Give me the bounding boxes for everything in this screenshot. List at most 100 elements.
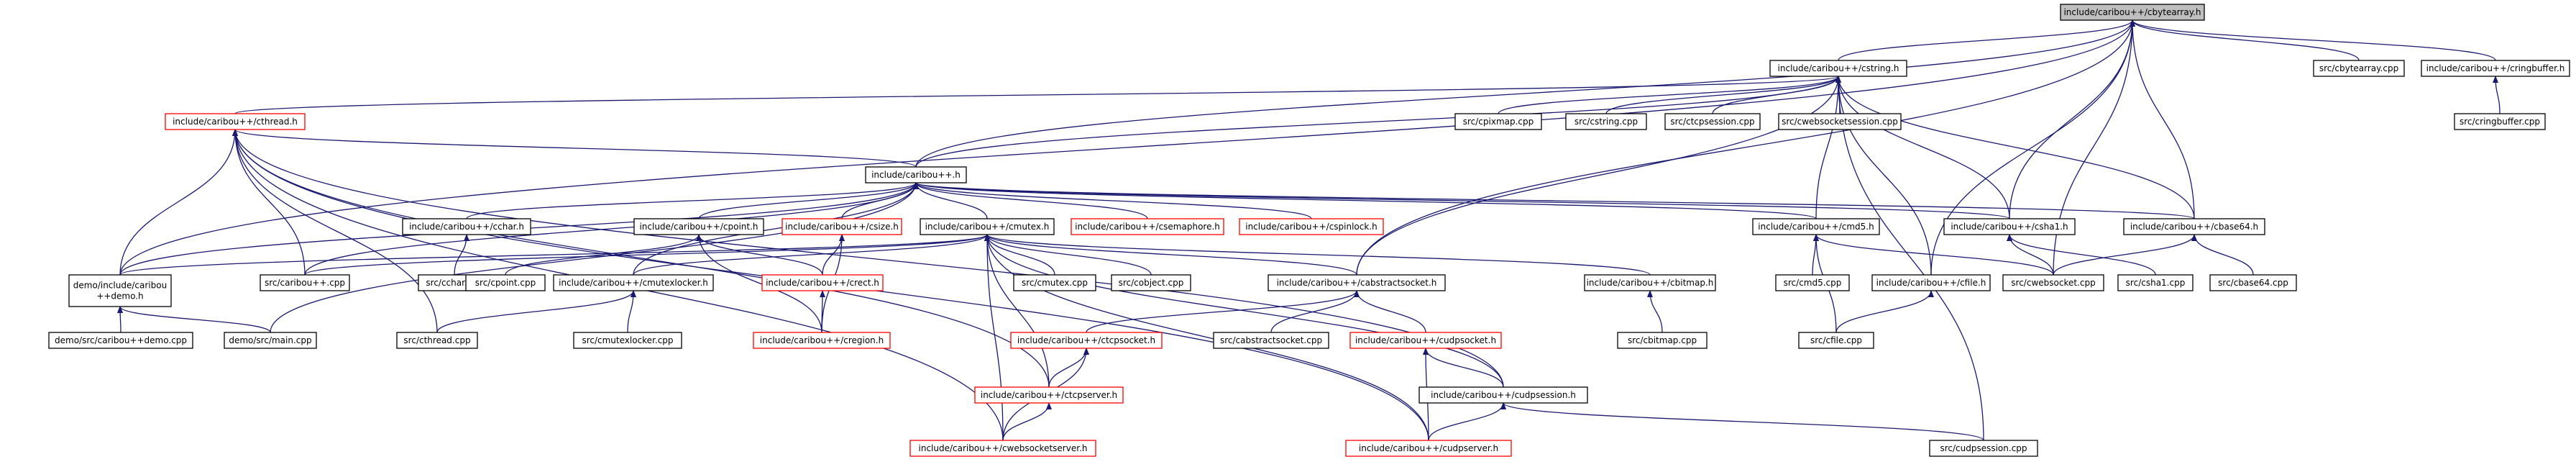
node-csize-h[interactable]: include/caribou++/csize.h xyxy=(781,218,902,235)
node-cbase64-h[interactable]: include/caribou++/cbase64.h xyxy=(2123,218,2265,235)
node-cpoint-h[interactable]: include/caribou++/cpoint.h xyxy=(633,218,764,235)
edge xyxy=(1605,76,1841,114)
node-cbitmap-cpp[interactable]: src/cbitmap.cpp xyxy=(1617,332,1708,349)
node-box xyxy=(1871,274,1991,291)
edge xyxy=(696,234,823,276)
node-box xyxy=(48,332,193,349)
node-csemaphore-h[interactable]: include/caribou++/csemaphore.h xyxy=(1071,218,1224,235)
node-cabstractsocket-cpp[interactable]: src/cabstractsocket.cpp xyxy=(1213,332,1329,349)
node-label: include/caribou++/cregion.h xyxy=(760,335,884,345)
node-cfile-h[interactable]: include/caribou++/cfile.h xyxy=(1871,274,1991,291)
node-cudpserver-h[interactable]: include/caribou++/cudpserver.h xyxy=(1345,440,1512,457)
edge-cbase64_h-to-cbytearray_h xyxy=(2130,19,2195,219)
edge xyxy=(984,234,1055,276)
node-label: src/cmd5.cpp xyxy=(1784,278,1842,288)
node-label: include/caribou++/cbitmap.h xyxy=(1587,278,1714,288)
node-cregion-h[interactable]: include/caribou++/cregion.h xyxy=(753,332,891,349)
edge xyxy=(915,76,1841,168)
edge-demo_cpp-to-demo_h xyxy=(117,306,124,333)
edge xyxy=(466,182,919,219)
node-main-cpp[interactable]: demo/src/main.cpp xyxy=(224,332,317,349)
edge xyxy=(119,234,990,276)
edge xyxy=(1838,19,2135,61)
node-cspinlock-h[interactable]: include/caribou++/cspinlock.h xyxy=(1239,218,1384,235)
node-cbitmap-h[interactable]: include/caribou++/cbitmap.h xyxy=(1584,274,1716,291)
edge-csha1_h-to-caribou_h xyxy=(913,182,2010,219)
edge xyxy=(436,290,636,333)
node-cbytearray-h[interactable]: include/caribou++/cbytearray.h xyxy=(2060,4,2205,21)
node-box xyxy=(260,274,350,291)
node-cmd5-cpp[interactable]: src/cmd5.cpp xyxy=(1775,274,1850,291)
node-caribou-h[interactable]: include/caribou++.h xyxy=(865,166,967,183)
edge-csha1_h-to-cbytearray_h xyxy=(2009,19,2135,219)
node-label: src/csha1.cpp xyxy=(2126,278,2186,288)
node-cmutex-h[interactable]: include/caribou++/cmutex.h xyxy=(920,218,1055,235)
node-cmutexlocker-h[interactable]: include/caribou++/cmutexlocker.h xyxy=(553,274,714,291)
node-ctcpsocket-h[interactable]: include/caribou++/ctcpsocket.h xyxy=(1010,332,1163,349)
node-cmd5-h[interactable]: include/caribou++/cmd5.h xyxy=(1752,218,1880,235)
node-cobject-cpp[interactable]: src/cobject.cpp xyxy=(1111,274,1191,291)
node-cwebsocketsession-cpp[interactable]: src/cwebsocketsession.cpp xyxy=(1778,113,1902,130)
edge-main_cpp-to-caribou_h xyxy=(270,182,919,333)
edge-cwebsocketserver_h-to-ctcpserver_h xyxy=(1002,402,1052,441)
edge-cbase64_h-to-cstring_h xyxy=(1835,76,2195,219)
node-cpoint-cpp[interactable]: src/cpoint.cpp xyxy=(465,274,546,291)
node-cbase64-cpp[interactable]: src/cbase64.cpp xyxy=(2209,274,2297,291)
node-cringbuffer-cpp[interactable]: src/cringbuffer.cpp xyxy=(2454,113,2546,130)
node-crect-h[interactable]: include/caribou++/crect.h xyxy=(761,274,884,291)
edge-caribou_h-to-cthread_h xyxy=(232,129,917,168)
edge-cudpserver_h-to-cudpsession_h xyxy=(1428,402,1506,441)
edge-cmd5_h-to-caribou_h xyxy=(913,182,1817,219)
node-cabstractsocket-h[interactable]: include/caribou++/cabstractsocket.h xyxy=(1268,274,1446,291)
node-csha1-cpp[interactable]: src/csha1.cpp xyxy=(2117,274,2194,291)
node-box xyxy=(909,440,1096,457)
edge xyxy=(984,234,1357,276)
node-cthread-cpp[interactable]: src/cthread.cpp xyxy=(396,332,478,349)
node-box xyxy=(224,332,317,349)
edge-cfile_h-to-cstring_h xyxy=(1835,76,1932,276)
edge xyxy=(119,129,238,276)
node-cstring-h[interactable]: include/caribou++/cstring.h xyxy=(1769,60,1907,77)
node-cmutex-cpp[interactable]: src/cmutex.cpp xyxy=(1013,274,1096,291)
node-cringbuffer-h[interactable]: include/caribou++/cringbuffer.h xyxy=(2421,60,2570,77)
edge-csha1_h-to-cstring_h xyxy=(1835,76,2010,219)
node-cwebsocketserver-h[interactable]: include/caribou++/cwebsocketserver.h xyxy=(909,440,1096,457)
node-cpixmap-cpp[interactable]: src/cpixmap.cpp xyxy=(1454,113,1542,130)
node-cchar-h[interactable]: include/caribou++/cchar.h xyxy=(402,218,531,235)
node-label: ++demo.h xyxy=(96,291,143,301)
edge-demo_h-to-cthread_h xyxy=(119,129,238,276)
node-box xyxy=(2123,218,2265,235)
edge-caribou_cpp-to-caribou_h xyxy=(304,182,919,276)
node-demo-h[interactable]: demo/include/caribou++demo.h xyxy=(68,274,172,307)
node-cthread-h[interactable]: include/caribou++/cthread.h xyxy=(165,113,306,130)
edge xyxy=(232,129,438,333)
node-label: include/caribou++/cbytearray.h xyxy=(2063,7,2201,17)
node-csha1-h[interactable]: include/caribou++/csha1.h xyxy=(1943,218,2076,235)
edge-caribou_cpp-to-cmutex_h xyxy=(304,234,990,276)
node-cwebsocket-cpp[interactable]: src/cwebsocket.cpp xyxy=(2002,274,2104,291)
node-label: src/cthread.cpp xyxy=(403,335,470,345)
edge-cchar_cpp-to-cchar_h xyxy=(454,234,469,276)
node-box xyxy=(1349,332,1502,349)
node-label: include/caribou++/crect.h xyxy=(766,278,879,288)
edge-cwebsocket_cpp-to-cbase64_h xyxy=(2053,234,2197,276)
node-cmutexlocker-cpp[interactable]: src/cmutexlocker.cpp xyxy=(573,332,682,349)
node-demo-cpp[interactable]: demo/src/caribou++demo.cpp xyxy=(48,332,193,349)
node-cbytearray-cpp[interactable]: src/cbytearray.cpp xyxy=(2313,60,2405,77)
node-ctcpserver-h[interactable]: include/caribou++/ctcpserver.h xyxy=(974,386,1124,404)
node-cfile-cpp[interactable]: src/cfile.cpp xyxy=(1798,332,1874,349)
node-cudpsocket-h[interactable]: include/caribou++/cudpsocket.h xyxy=(1349,332,1502,349)
node-cudpsession-cpp[interactable]: src/cudpsession.cpp xyxy=(1929,440,2038,457)
node-box xyxy=(2454,113,2546,130)
node-ctcpsession-cpp[interactable]: src/ctcpsession.cpp xyxy=(1664,113,1761,130)
node-caribou-cpp[interactable]: src/caribou++.cpp xyxy=(260,274,350,291)
node-label: src/cabstractsocket.cpp xyxy=(1220,335,1322,345)
edge-cwebsocket_cpp-to-cmd5_h xyxy=(1813,234,2054,276)
edge xyxy=(2130,19,2496,61)
node-label: src/cpixmap.cpp xyxy=(1463,117,1534,127)
edge xyxy=(984,234,1429,441)
node-label: demo/src/caribou++demo.cpp xyxy=(55,335,187,345)
node-cudpsession-h[interactable]: include/caribou++/cudpsession.h xyxy=(1418,386,1588,404)
edge xyxy=(1356,19,2135,276)
node-cstring-cpp[interactable]: src/cstring.cpp xyxy=(1565,113,1647,130)
